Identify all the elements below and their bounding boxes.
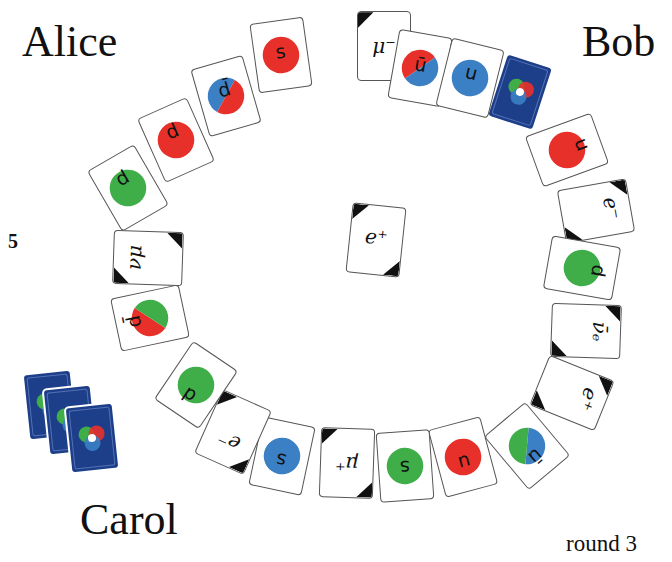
lepton-card: e⁺ <box>345 202 406 277</box>
particle-symbol: e⁺ <box>567 371 609 428</box>
lepton-card: e⁻ <box>557 178 635 243</box>
particle-symbol: s <box>378 455 431 481</box>
score-number: 5 <box>8 230 18 253</box>
particle-symbol: ū <box>393 48 448 79</box>
player-name: Alice <box>22 16 117 67</box>
particle-symbol: s <box>253 37 308 66</box>
quark-card: u <box>525 113 609 188</box>
carol-card <box>65 403 120 474</box>
lepton-card: μ⁺ <box>319 427 375 499</box>
particle-symbol: e⁺ <box>349 223 403 252</box>
particle-symbol: u <box>437 446 493 481</box>
player-name: Bob <box>582 16 655 67</box>
quark-card: s <box>249 17 312 94</box>
quark-card: d <box>543 235 621 300</box>
quark-card: d̄ <box>110 284 190 351</box>
quark-card: d̄ <box>190 55 261 137</box>
particle-symbol: e⁻ <box>200 419 257 462</box>
lepton-card: νμ <box>112 230 184 286</box>
round-label: round 3 <box>566 531 637 557</box>
particle-symbol: s <box>253 445 308 477</box>
lepton-card: e⁺ <box>529 355 614 431</box>
particle-symbol: μ⁺ <box>321 451 374 477</box>
quark-card: u <box>428 416 498 498</box>
player-name: Carol <box>80 494 178 545</box>
quark-card: s <box>376 429 435 503</box>
particle-symbol: νμ <box>121 231 147 284</box>
particle-symbol: ν̄ₑ <box>587 305 613 358</box>
card-art <box>526 114 608 186</box>
lepton-card: ν̄ₑ <box>550 303 622 359</box>
